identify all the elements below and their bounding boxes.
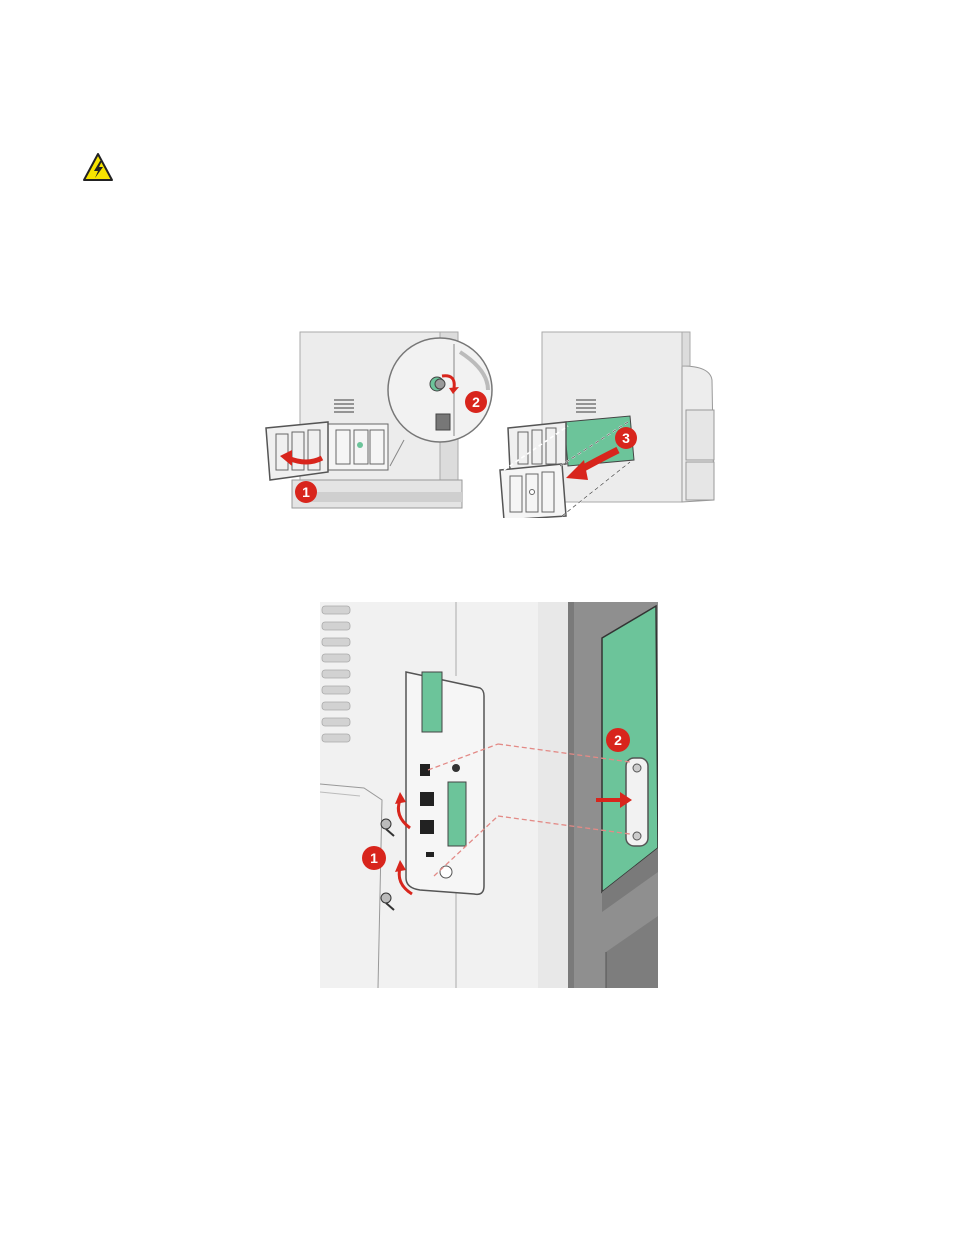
- printer-access-cover-removal-illustration: 2 1: [262, 330, 716, 518]
- printer-right: 3: [500, 332, 714, 518]
- svg-text:3: 3: [622, 430, 630, 446]
- printer-left: 2 1: [266, 332, 492, 508]
- system-board-shield-screw-removal-illustration: 2 1: [320, 602, 658, 988]
- svg-text:1: 1: [302, 484, 310, 500]
- electrical-hazard-warning-icon: [82, 152, 114, 182]
- svg-text:2: 2: [472, 394, 480, 410]
- svg-text:1: 1: [370, 850, 378, 866]
- svg-text:2: 2: [614, 732, 622, 748]
